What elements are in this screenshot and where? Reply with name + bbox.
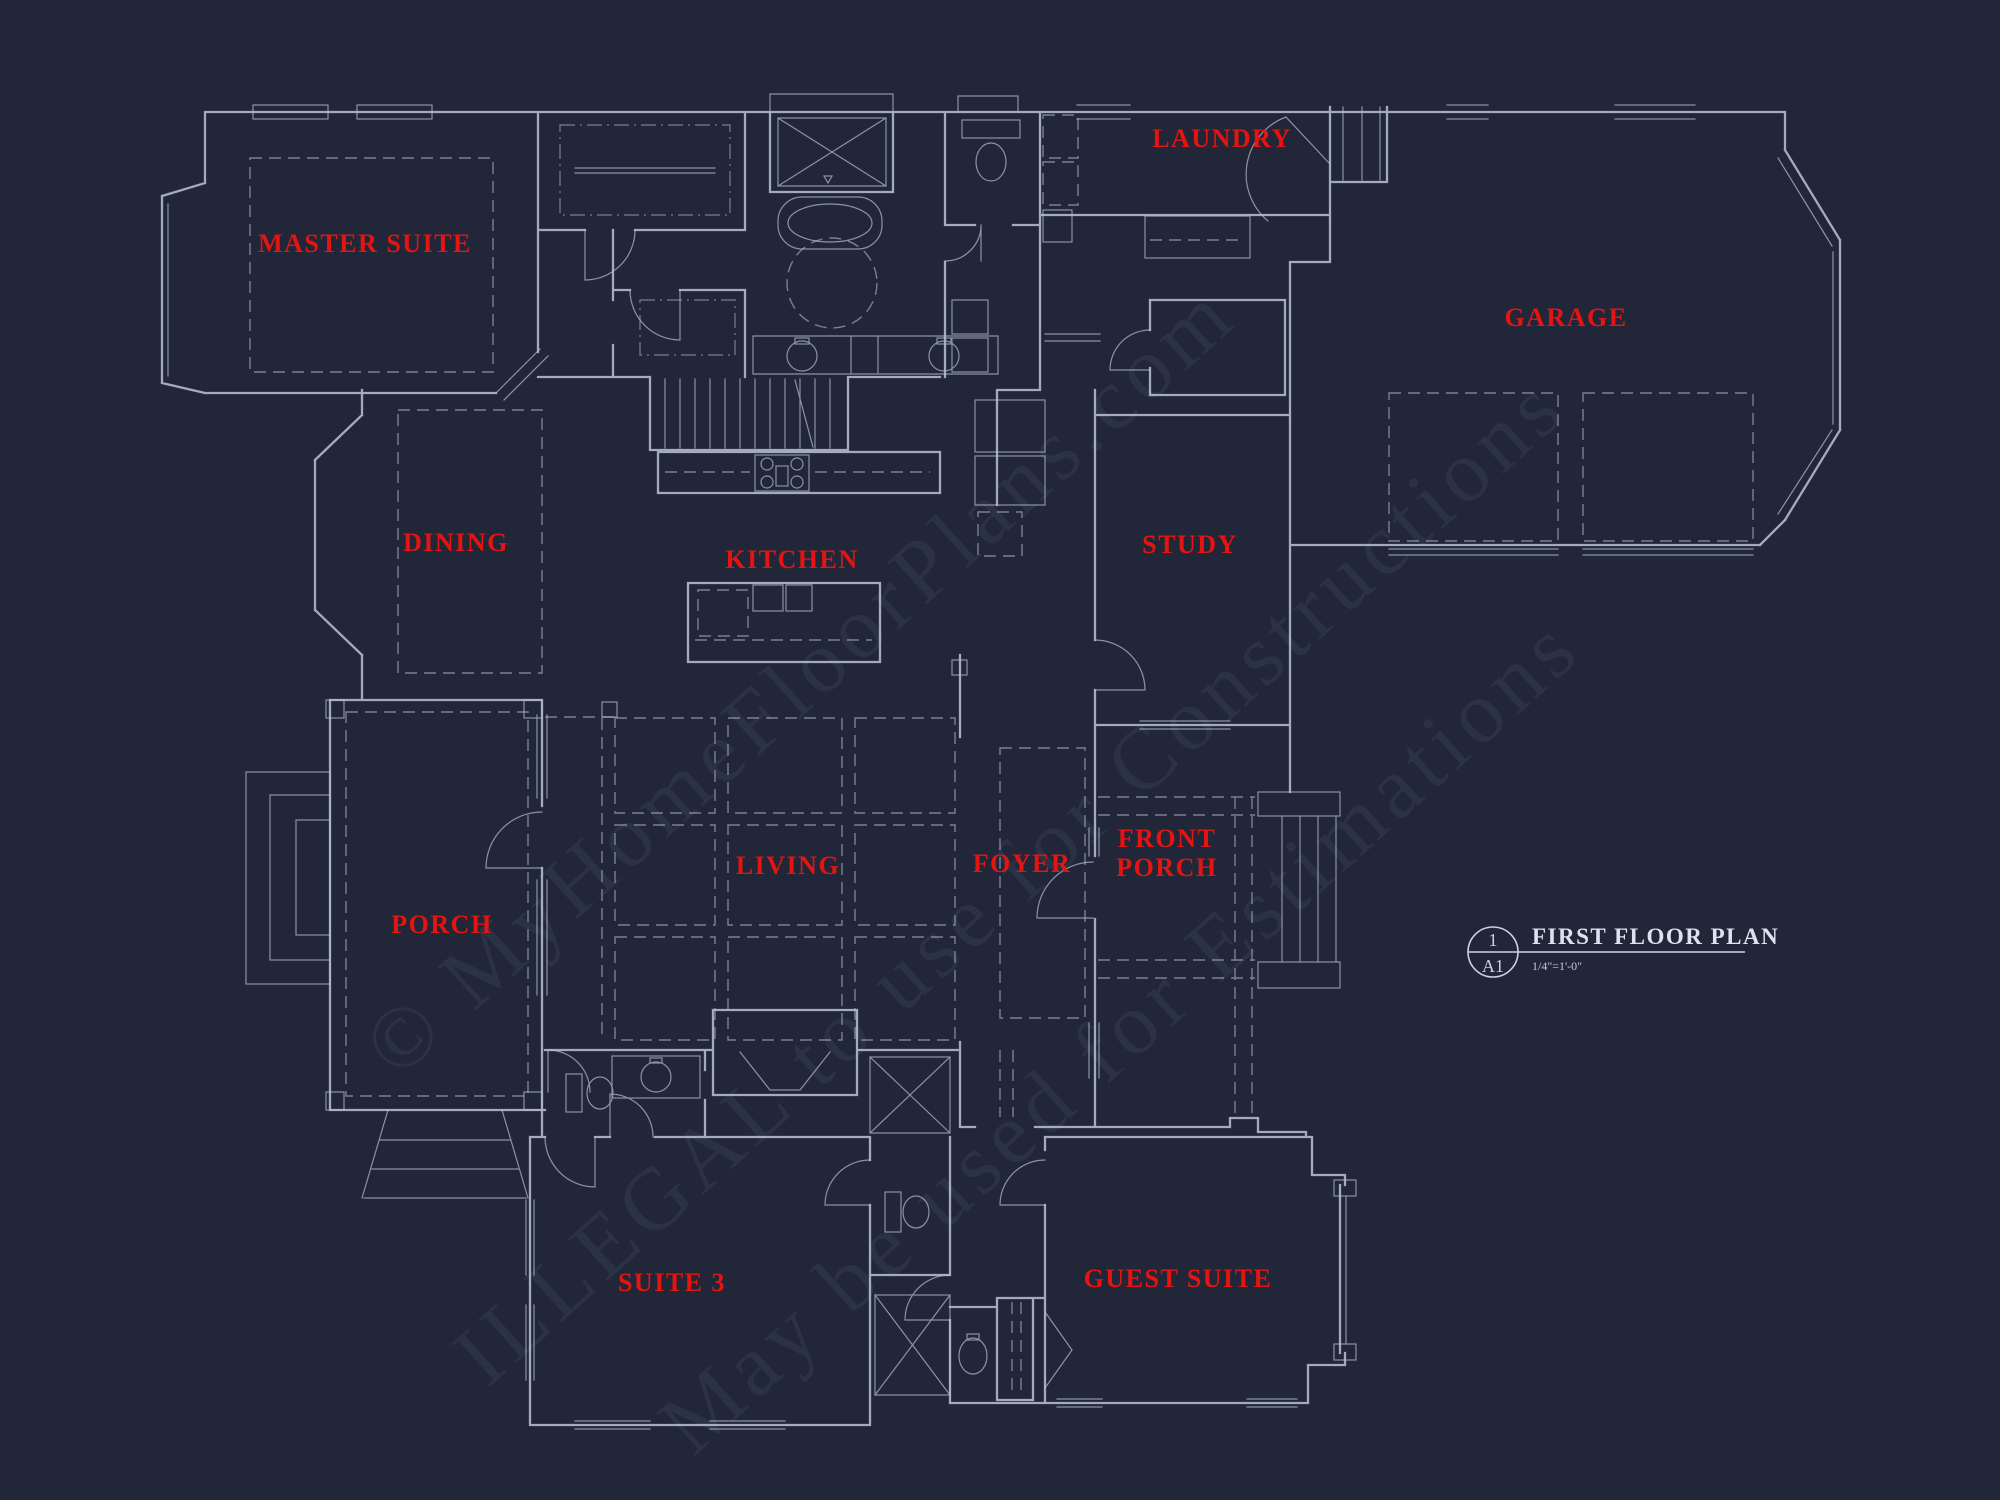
closet-shelving-layer	[559, 124, 736, 356]
dashed-layer	[249, 114, 1754, 1396]
room-label-front-porch-2: PORCH	[1116, 853, 1217, 882]
room-label-suite-3: SUITE 3	[618, 1268, 726, 1297]
room-label-master-suite: MASTER SUITE	[258, 229, 472, 258]
room-label-kitchen: KITCHEN	[725, 545, 858, 574]
room-label-laundry: LAUNDRY	[1152, 124, 1292, 153]
room-labels: MASTER SUITE LAUNDRY GARAGE DINING KITCHEN ST…	[258, 124, 1627, 1297]
room-label-dining: DINING	[403, 528, 509, 557]
walls-layer	[160, 105, 1842, 1427]
fixtures-layer	[167, 93, 1834, 1430]
room-label-foyer: FOYER	[973, 849, 1072, 878]
sheet-reference: A1	[1482, 956, 1504, 976]
room-label-porch: PORCH	[391, 910, 492, 939]
room-label-study: STUDY	[1142, 530, 1238, 559]
drawing-title: FIRST FLOOR PLAN	[1532, 924, 1779, 949]
room-label-living: LIVING	[736, 851, 840, 880]
title-block: 1 A1 FIRST FLOOR PLAN 1/4"=1'-0"	[1467, 924, 1779, 978]
room-label-guest-suite: GUEST SUITE	[1084, 1264, 1273, 1293]
detail-number: 1	[1489, 930, 1498, 950]
drawing-scale: 1/4"=1'-0"	[1532, 959, 1582, 973]
room-label-front-porch: FRONT	[1118, 824, 1217, 853]
room-label-garage: GARAGE	[1504, 303, 1627, 332]
